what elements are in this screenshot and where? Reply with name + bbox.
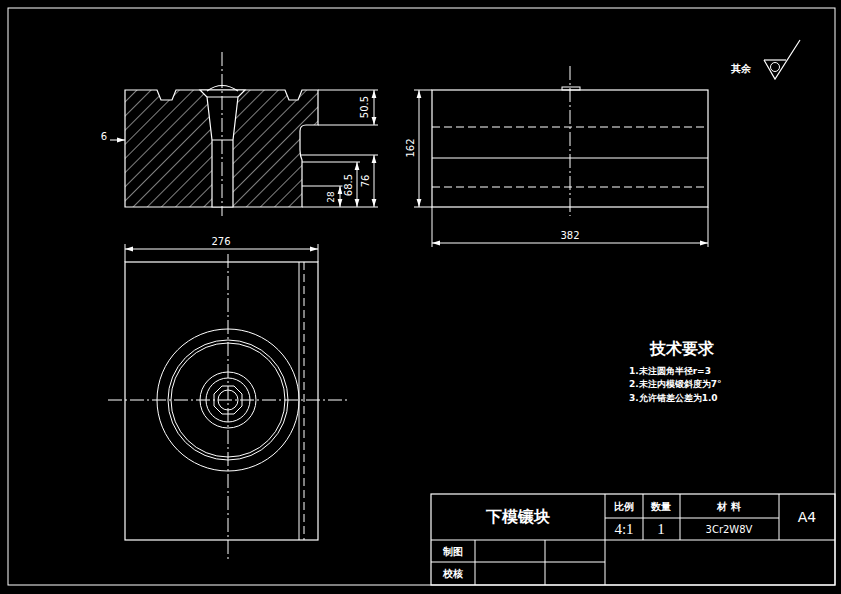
extension-line xyxy=(414,90,432,91)
dimension-text: 76 xyxy=(360,174,371,189)
table-cell: 1 xyxy=(656,521,666,538)
extension-line xyxy=(300,155,378,156)
side-view-boss xyxy=(562,87,580,90)
dimension-text: 6 xyxy=(100,131,108,142)
notes-heading: 技术要求 xyxy=(649,340,715,358)
extension-line xyxy=(318,244,319,262)
dimension-text: 382 xyxy=(559,230,580,241)
table-cell: 3Cr2W8V xyxy=(705,524,754,535)
dimension-line xyxy=(432,243,708,244)
extension-line xyxy=(125,244,126,262)
table-header: 材 料 xyxy=(716,501,741,512)
center-line xyxy=(228,254,229,560)
table-rule xyxy=(605,494,606,585)
extension-line xyxy=(432,207,433,247)
dimension-text: 162 xyxy=(405,137,416,158)
table-header: 比例 xyxy=(613,501,635,512)
sheet-frame xyxy=(8,8,835,585)
extension-line xyxy=(414,207,432,208)
table-rule xyxy=(779,494,780,540)
table-cell: 校核 xyxy=(442,568,464,579)
roughness-note: 其余 xyxy=(730,63,752,74)
table-rule xyxy=(680,494,681,540)
part-name: 下模镶块 xyxy=(485,508,551,526)
dimension-line xyxy=(374,155,375,207)
dimension-text: 50.5 xyxy=(359,95,370,119)
extension-line xyxy=(302,162,360,163)
table-cell: 制图 xyxy=(442,546,464,557)
note-text: 3.允许错差公差为1.0 xyxy=(628,394,719,404)
dimension-line xyxy=(110,140,125,141)
table-cell: A4 xyxy=(797,510,817,525)
roughness-symbol xyxy=(764,59,786,60)
extension-line xyxy=(318,90,378,91)
extension-line xyxy=(302,186,344,187)
dimension-line xyxy=(125,249,318,250)
table-rule xyxy=(431,562,605,563)
dimension-line xyxy=(374,90,375,125)
note-text: 1.未注圆角半径r=3 xyxy=(628,367,712,377)
dimension-text: 276 xyxy=(210,236,231,247)
table-rule xyxy=(643,494,644,540)
center-line xyxy=(570,66,571,216)
table-rule xyxy=(475,540,476,585)
table-header: 数量 xyxy=(650,501,672,512)
extension-line xyxy=(318,125,378,126)
dimension-line xyxy=(340,186,341,207)
note-text: 2.未注内模锻斜度为7° xyxy=(628,380,722,390)
center-line xyxy=(222,52,223,216)
table-rule xyxy=(605,518,779,519)
dimension-line xyxy=(357,162,358,207)
table-rule xyxy=(431,540,835,541)
dimension-line xyxy=(419,90,420,207)
dimension-text: 28 xyxy=(327,190,337,203)
table-rule xyxy=(545,540,546,585)
roughness-symbol xyxy=(771,63,780,72)
table-cell: 4:1 xyxy=(613,521,634,538)
roughness-symbol xyxy=(764,40,800,79)
title-block xyxy=(431,494,835,585)
hidden-line xyxy=(304,262,305,540)
top-view-outline xyxy=(125,262,318,540)
dimension-text: 68.5 xyxy=(343,173,354,197)
extension-line xyxy=(708,207,709,247)
